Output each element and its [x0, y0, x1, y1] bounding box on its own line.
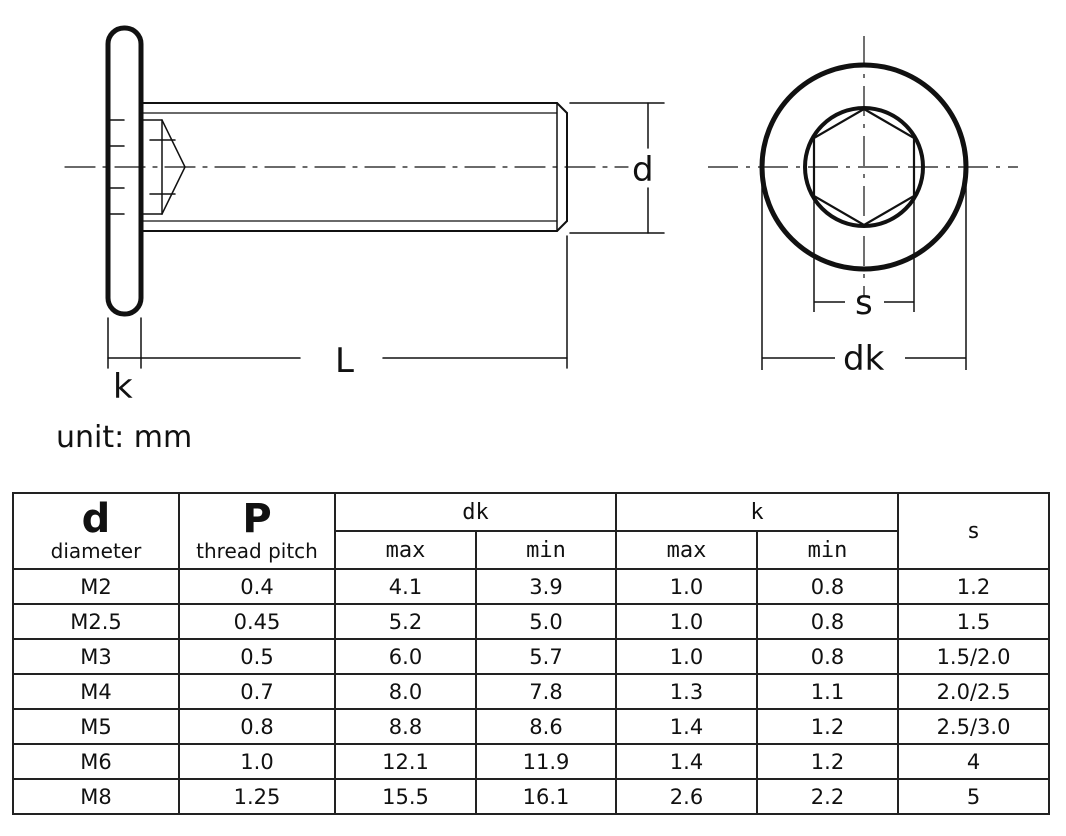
cell-pitch: 0.4: [178, 568, 336, 605]
end-view: [708, 36, 1018, 370]
screw-head-outline: [105, 25, 144, 317]
d-dimension-label: d: [632, 150, 654, 190]
length-dimension: [107, 235, 568, 369]
d-dimension: [569, 102, 665, 234]
dk-dimension: [761, 172, 967, 370]
cell-k-max: 1.3: [615, 673, 758, 710]
cell-pitch: 0.8: [178, 708, 336, 745]
cell-dk-max: 4.1: [334, 568, 477, 605]
cell-pitch: 0.5: [178, 638, 336, 675]
header-k: k: [615, 492, 899, 532]
cell-diameter: M5: [12, 708, 180, 745]
cell-k-min: 0.8: [756, 603, 899, 640]
screw-technical-drawing: d L k s dk: [64, 25, 1018, 407]
cell-s: 4: [897, 743, 1050, 780]
cell-dk-min: 16.1: [475, 778, 617, 815]
cell-dk-max: 15.5: [334, 778, 477, 815]
cell-dk-min: 3.9: [475, 568, 617, 605]
header-k-max: max: [615, 530, 758, 570]
cell-diameter: M2: [12, 568, 180, 605]
header-s: s: [897, 492, 1050, 570]
header-pitch: P thread pitch: [178, 492, 336, 570]
cell-k-min: 1.2: [756, 743, 899, 780]
cell-k-max: 1.4: [615, 743, 758, 780]
dimension-spec-table: d diameter P thread pitch dk k s max min…: [12, 492, 1050, 815]
side-view: [64, 25, 665, 369]
cell-dk-min: 5.0: [475, 603, 617, 640]
header-dk-min: min: [475, 530, 617, 570]
cell-k-min: 2.2: [756, 778, 899, 815]
header-dk: dk: [334, 492, 617, 532]
header-p-desc: thread pitch: [196, 539, 318, 563]
cell-k-min: 1.1: [756, 673, 899, 710]
cell-s: 1.5/2.0: [897, 638, 1050, 675]
cell-s: 1.5: [897, 603, 1050, 640]
cell-dk-max: 8.8: [334, 708, 477, 745]
cell-k-min: 0.8: [756, 568, 899, 605]
unit-label: unit: mm: [56, 420, 193, 455]
cell-diameter: M2.5: [12, 603, 180, 640]
cell-dk-max: 12.1: [334, 743, 477, 780]
cell-k-max: 1.4: [615, 708, 758, 745]
cell-pitch: 0.45: [178, 603, 336, 640]
header-dk-max: max: [334, 530, 477, 570]
dk-dimension-label: dk: [843, 339, 885, 379]
cell-s: 2.0/2.5: [897, 673, 1050, 710]
cell-s: 1.2: [897, 568, 1050, 605]
header-d-symbol: d: [81, 496, 111, 542]
cell-dk-min: 7.8: [475, 673, 617, 710]
cell-pitch: 0.7: [178, 673, 336, 710]
cell-dk-min: 11.9: [475, 743, 617, 780]
cell-k-max: 1.0: [615, 638, 758, 675]
hex-socket-hidden: [109, 119, 186, 215]
cell-s: 5: [897, 778, 1050, 815]
cell-k-max: 2.6: [615, 778, 758, 815]
cell-diameter: M8: [12, 778, 180, 815]
header-p-symbol: P: [242, 496, 272, 542]
cell-dk-min: 5.7: [475, 638, 617, 675]
cell-k-min: 0.8: [756, 638, 899, 675]
s-dimension-label: s: [855, 283, 873, 323]
cell-dk-max: 8.0: [334, 673, 477, 710]
cell-pitch: 1.0: [178, 743, 336, 780]
cell-k-max: 1.0: [615, 568, 758, 605]
cell-s: 2.5/3.0: [897, 708, 1050, 745]
cell-dk-max: 6.0: [334, 638, 477, 675]
cell-dk-max: 5.2: [334, 603, 477, 640]
cell-dk-min: 8.6: [475, 708, 617, 745]
s-dimension: [813, 200, 915, 312]
header-d-desc: diameter: [50, 539, 142, 563]
header-k-min: min: [756, 530, 899, 570]
header-diameter: d diameter: [12, 492, 180, 570]
cell-diameter: M3: [12, 638, 180, 675]
length-dimension-label: L: [335, 341, 354, 381]
cell-diameter: M4: [12, 673, 180, 710]
cell-k-max: 1.0: [615, 603, 758, 640]
k-dimension-label: k: [113, 367, 133, 407]
cell-diameter: M6: [12, 743, 180, 780]
cell-pitch: 1.25: [178, 778, 336, 815]
cell-k-min: 1.2: [756, 708, 899, 745]
